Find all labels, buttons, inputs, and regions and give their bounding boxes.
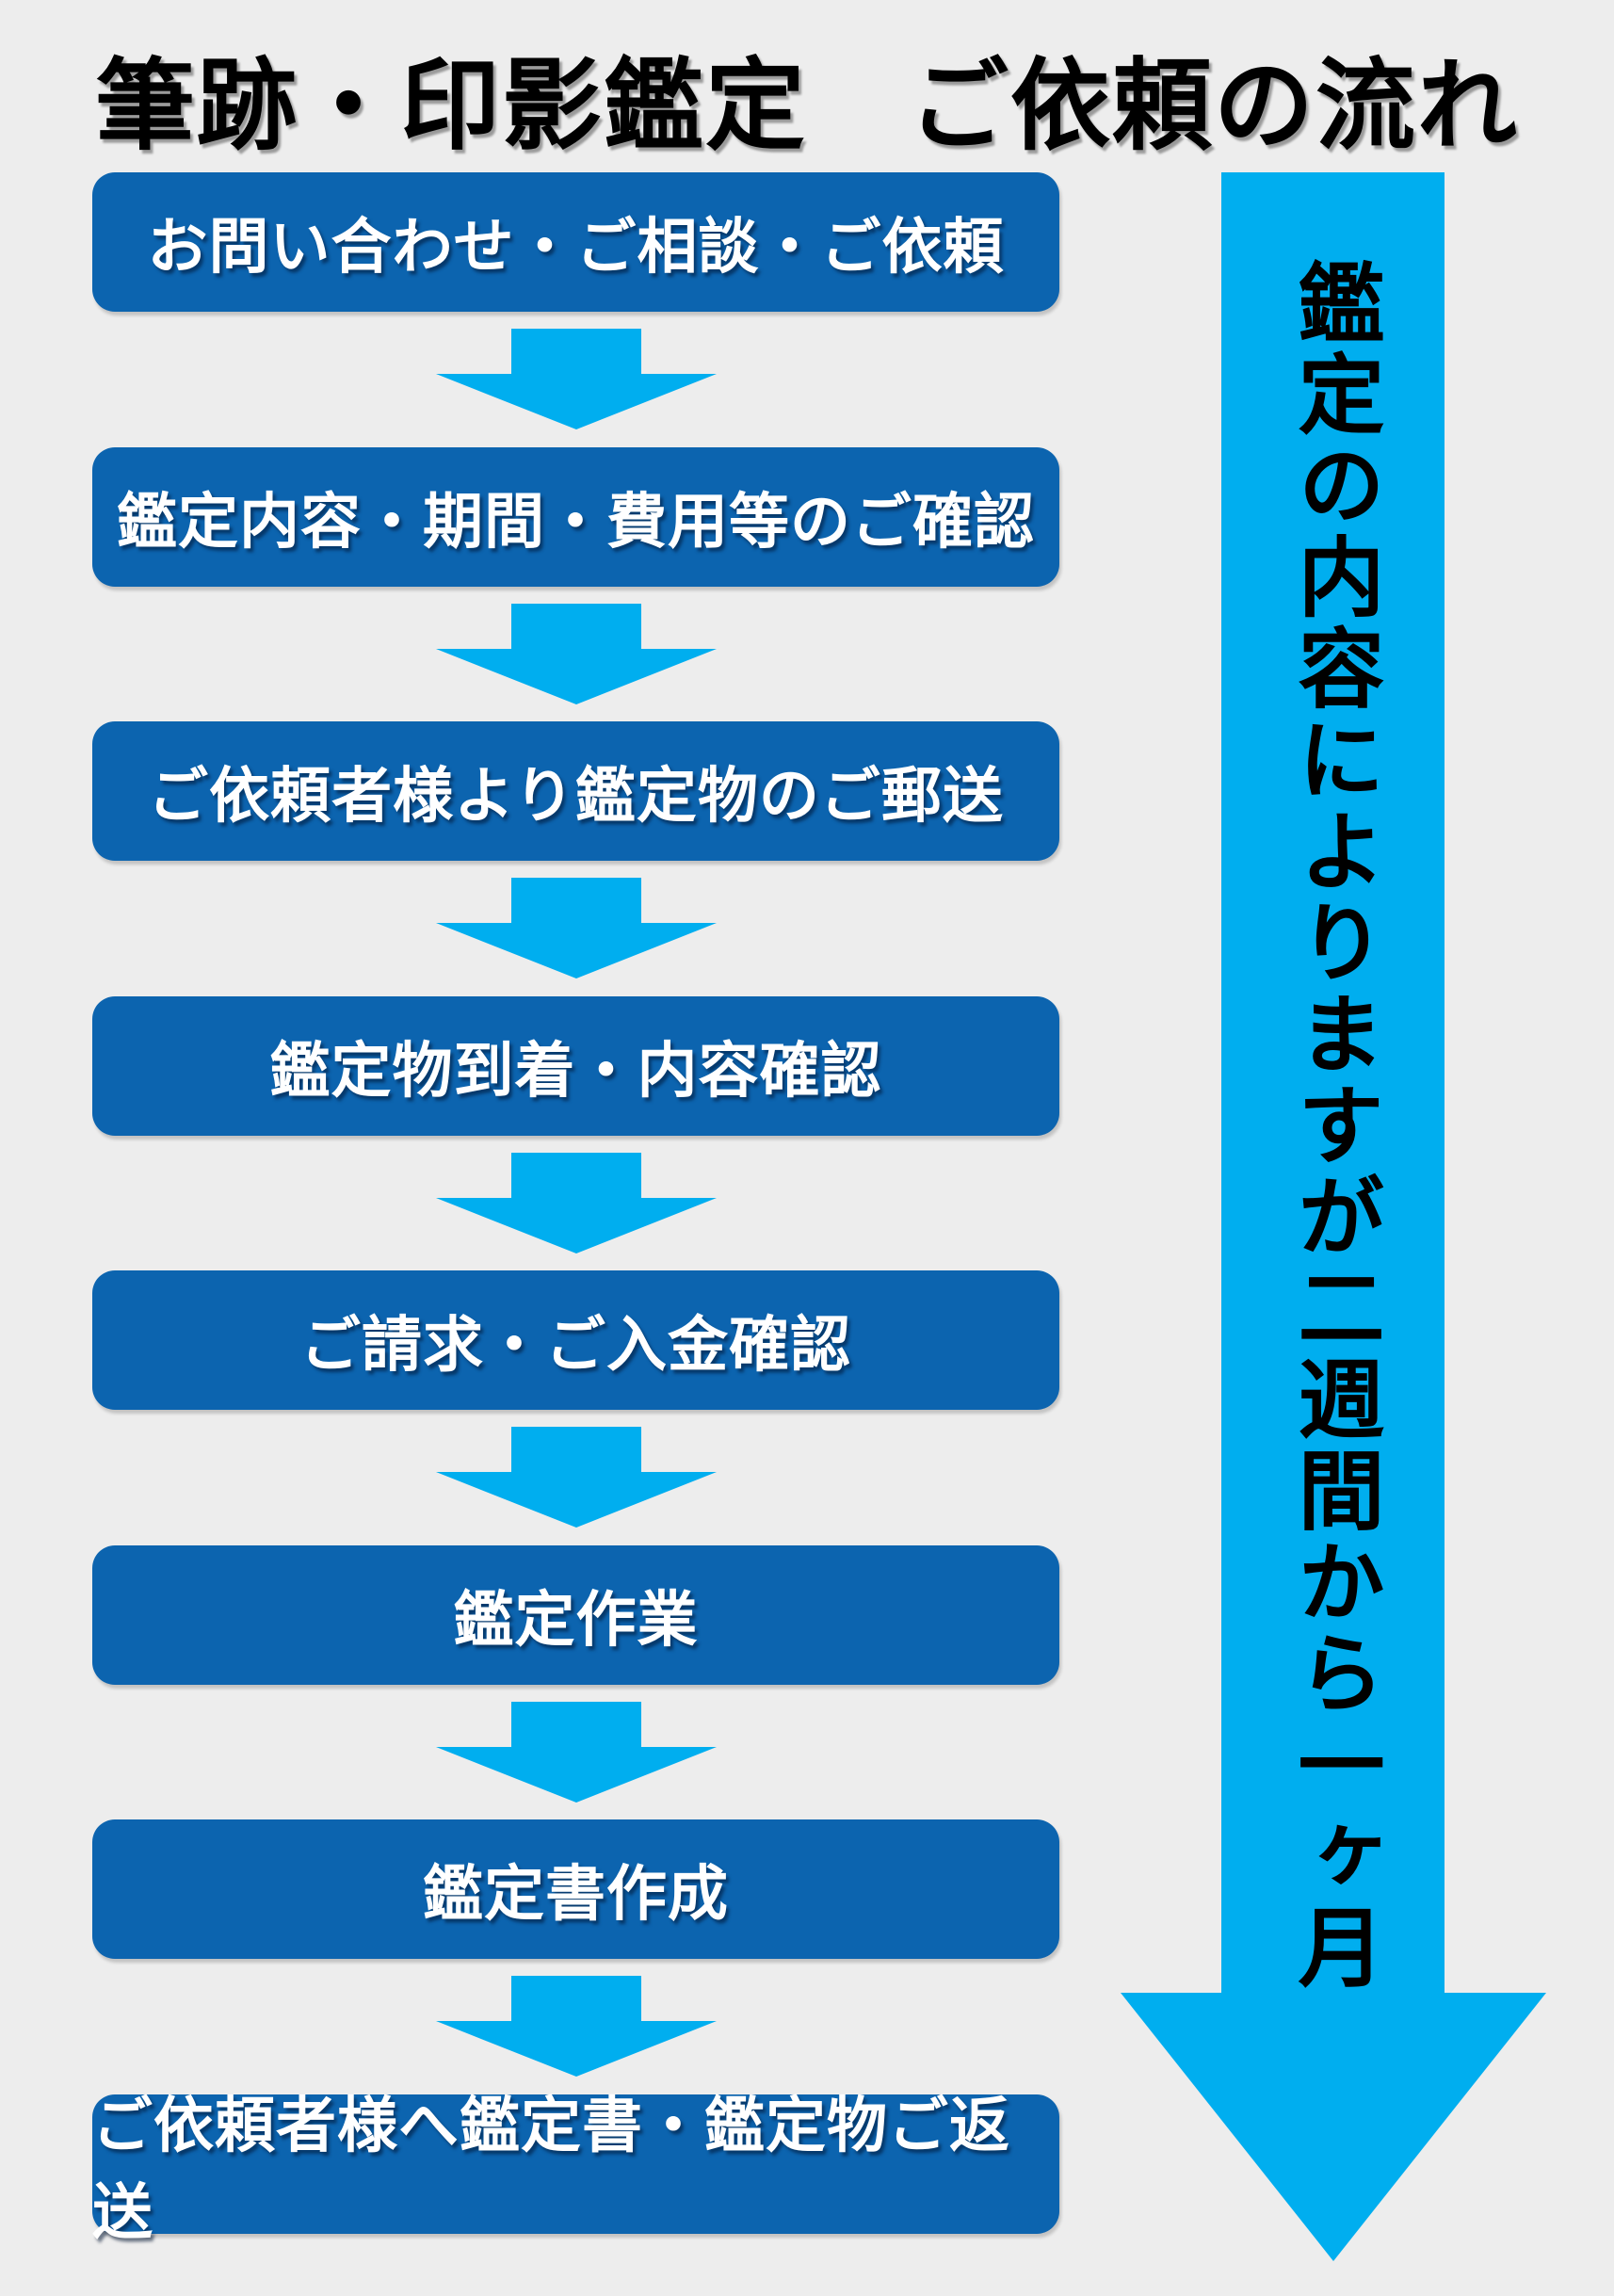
flow-step-7: 鑑定書作成 xyxy=(92,1819,1059,1959)
down-arrow-icon xyxy=(92,1959,1059,2094)
down-arrow-icon xyxy=(92,861,1059,996)
duration-label: 鑑定の内容によりますが二週間から一ヶ月 xyxy=(1285,258,1381,1994)
flow-step-label: 鑑定物到着・内容確認 xyxy=(269,1037,882,1105)
down-arrow-head xyxy=(435,648,717,704)
down-arrow-head xyxy=(435,1197,717,1253)
down-arrow-shaft xyxy=(510,329,641,375)
duration-arrow-shaft xyxy=(1221,172,1445,1993)
flow-step-5: ご請求・ご入金確認 xyxy=(92,1270,1059,1410)
down-arrow-head xyxy=(435,923,717,979)
page-title: 筆跡・印影鑑定 ご依頼の流れ xyxy=(95,52,1519,162)
flow-step-2: 鑑定内容・期間・費用等のご確認 xyxy=(92,446,1059,587)
down-arrow-icon xyxy=(92,312,1059,447)
flow-step-label: ご依頼者様へ鑑定書・鑑定物ご返送 xyxy=(92,2092,1010,2246)
flow-step-label: ご請求・ご入金確認 xyxy=(300,1312,851,1379)
flow-step-label: 鑑定作業 xyxy=(453,1586,699,1654)
down-arrow-icon xyxy=(92,1410,1059,1545)
down-arrow-shaft xyxy=(510,1152,641,1198)
flow-column: お問い合わせ・ご相談・ご依頼 鑑定内容・期間・費用等のご確認 ご依頼者様より鑑定… xyxy=(92,172,1059,2246)
down-arrow-head xyxy=(435,1746,717,1803)
down-arrow-head xyxy=(435,2021,717,2078)
flow-step-label: お問い合わせ・ご相談・ご依頼 xyxy=(147,214,1005,281)
flow-step-1: お問い合わせ・ご相談・ご依頼 xyxy=(92,172,1059,312)
down-arrow-shaft xyxy=(510,1976,641,2022)
down-arrow-shaft xyxy=(510,878,641,924)
flow-step-label: 鑑定書作成 xyxy=(423,1861,729,1928)
duration-arrow-head-icon xyxy=(1121,1993,1546,2261)
down-arrow-icon xyxy=(92,1136,1059,1271)
flow-step-6: 鑑定作業 xyxy=(92,1544,1059,1685)
flow-step-label: 鑑定内容・期間・費用等のご確認 xyxy=(117,488,1035,556)
flow-step-label: ご依頼者様より鑑定物のご郵送 xyxy=(148,763,1004,830)
flow-step-8: ご依頼者様へ鑑定書・鑑定物ご返送 xyxy=(92,2093,1059,2246)
flow-step-3: ご依頼者様より鑑定物のご郵送 xyxy=(92,721,1059,861)
down-arrow-shaft xyxy=(510,1427,641,1473)
down-arrow-shaft xyxy=(510,1701,641,1747)
down-arrow-head xyxy=(435,374,717,430)
down-arrow-shaft xyxy=(510,603,641,649)
down-arrow-head xyxy=(435,1472,717,1528)
down-arrow-icon xyxy=(92,587,1059,722)
down-arrow-icon xyxy=(92,1685,1059,1820)
flow-step-4: 鑑定物到着・内容確認 xyxy=(92,995,1059,1136)
